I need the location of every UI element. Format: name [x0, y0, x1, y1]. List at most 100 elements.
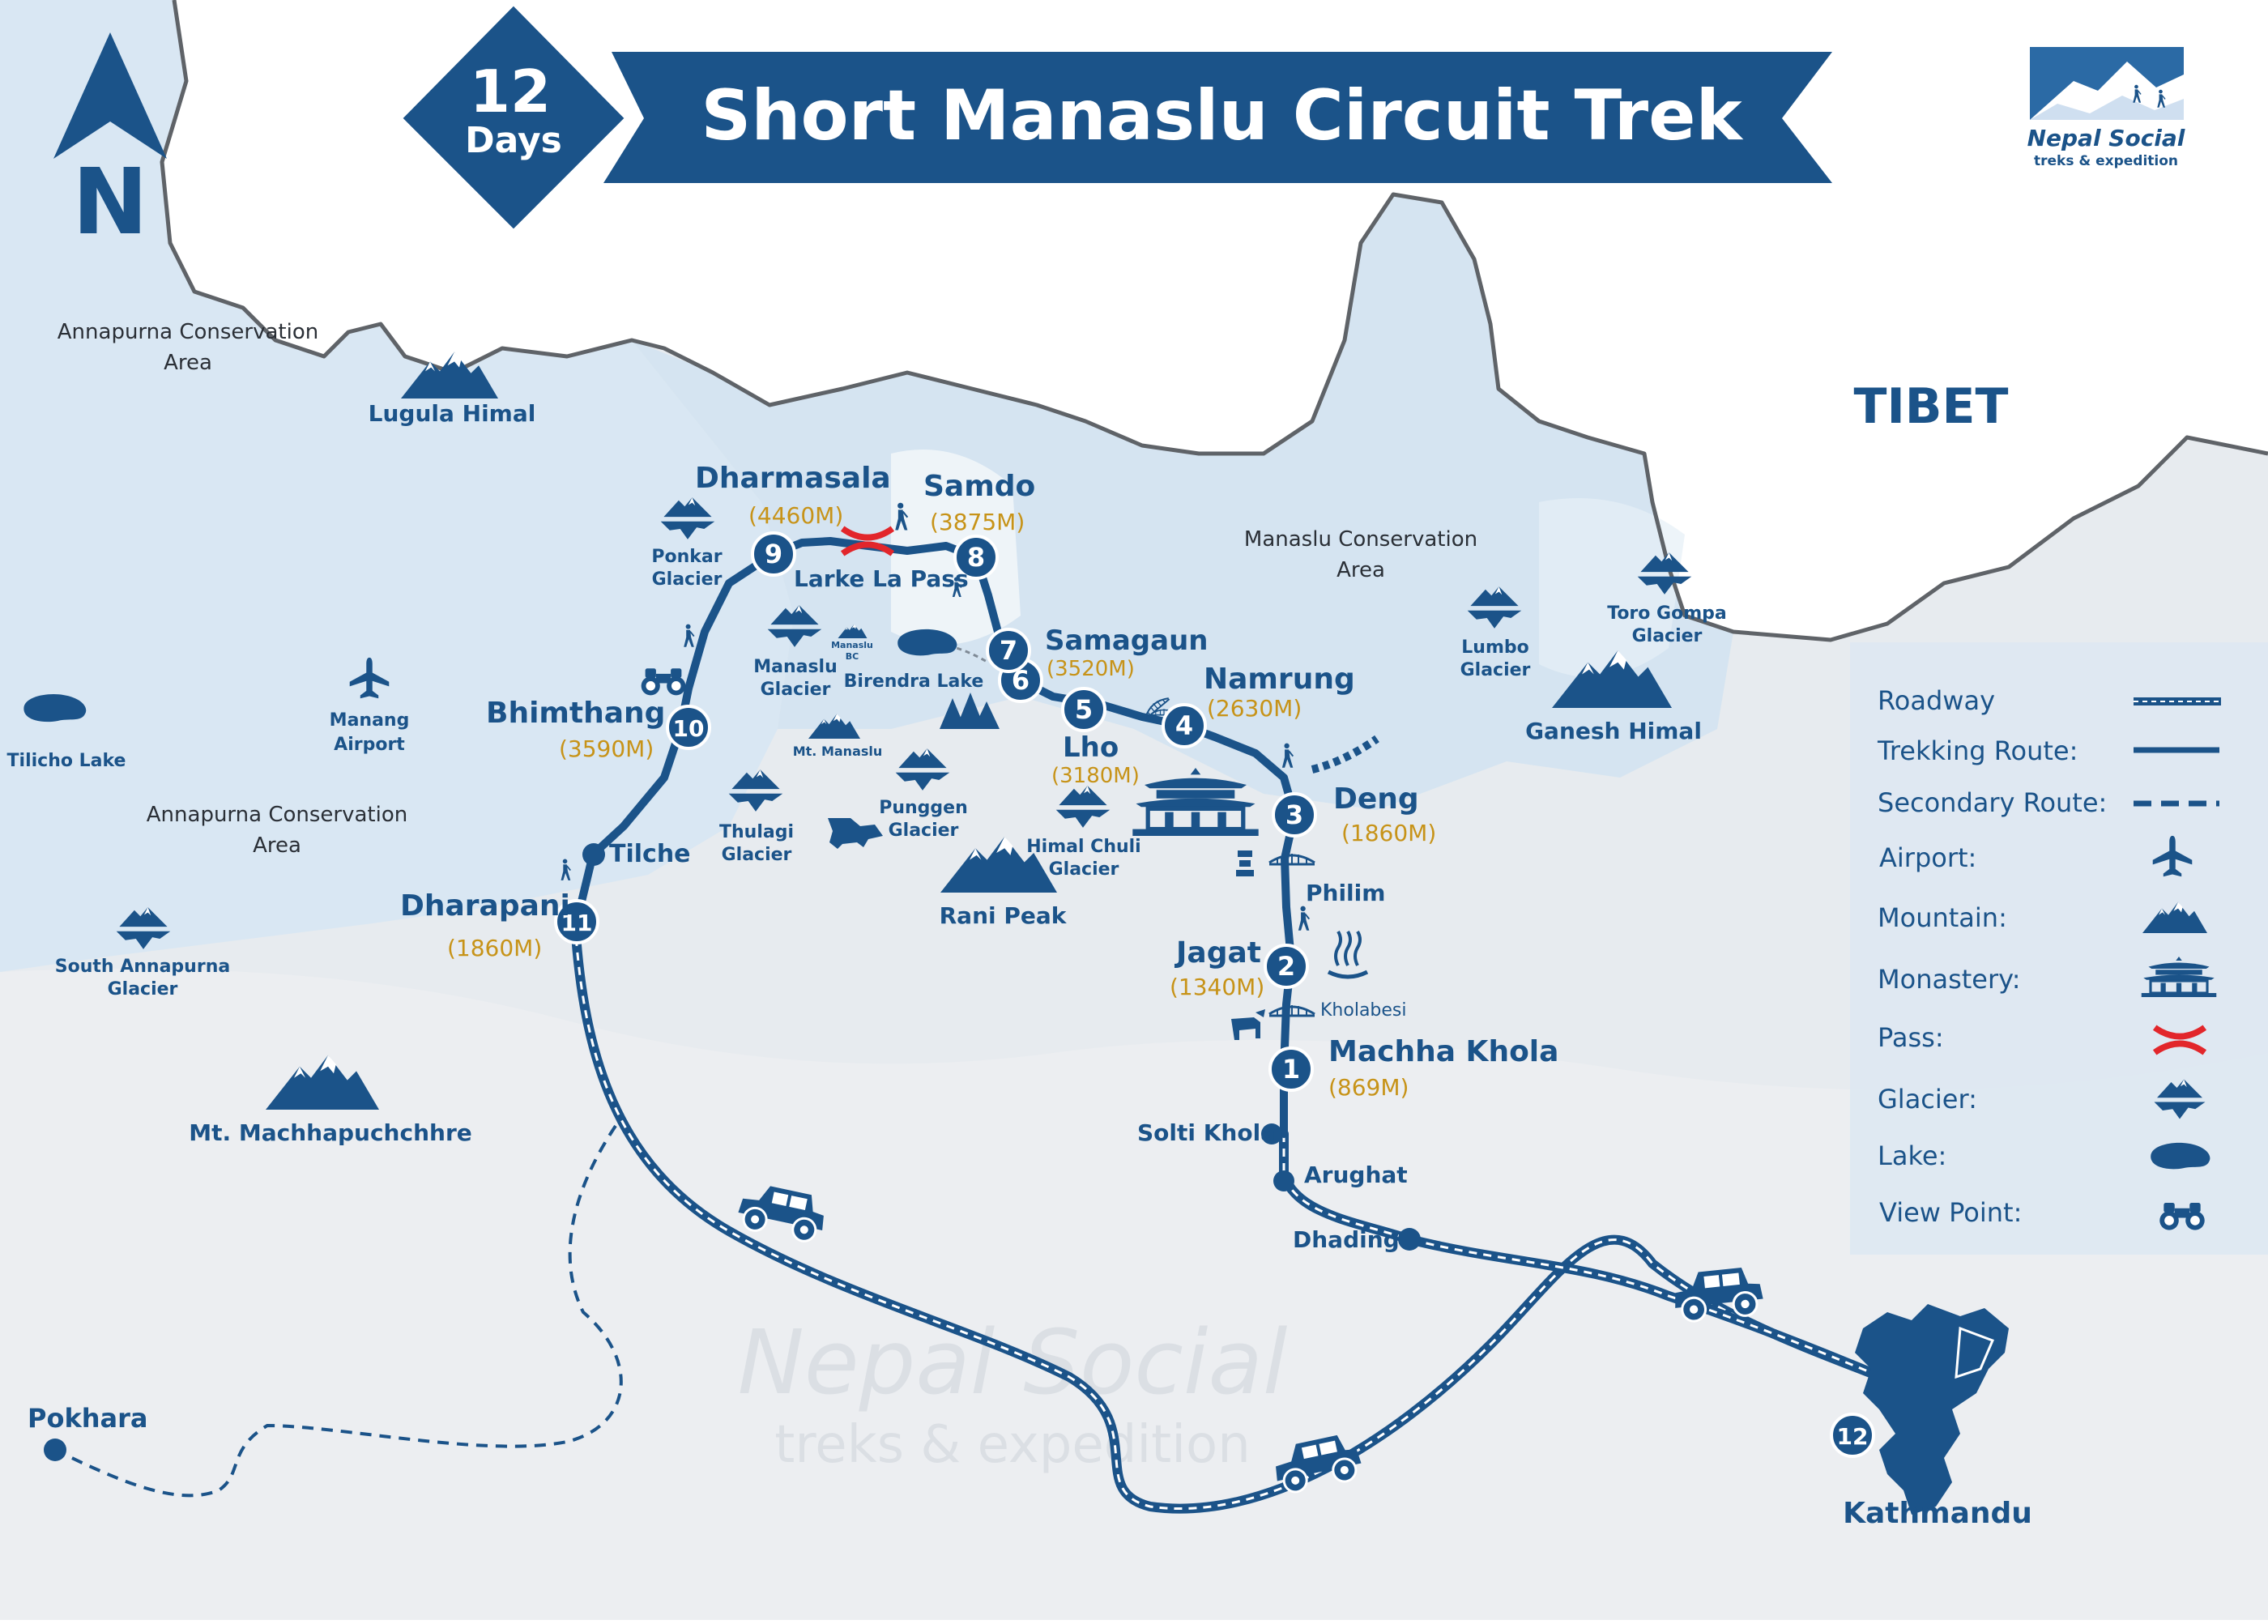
- lugula-label: Lugula Himal: [369, 400, 536, 427]
- stop-name-10: Bhimthang: [486, 697, 665, 730]
- legend-label-viewpoint: View Point:: [1879, 1197, 2022, 1228]
- stop-number: 7: [1000, 635, 1017, 666]
- forest-icon: [940, 693, 1000, 729]
- legend-label-roadway: Roadway: [1878, 685, 1995, 716]
- roadway: [570, 919, 1925, 1514]
- stop-alt-1: (869M): [1328, 1074, 1409, 1101]
- logo-name: Nepal Social: [2027, 125, 2185, 151]
- legend-label-pass: Pass:: [1878, 1022, 1944, 1053]
- annapurna-snow: [0, 0, 794, 972]
- himal-chuli-label: Himal Chuli: [1026, 837, 1140, 857]
- snow-patch: [1539, 498, 1685, 677]
- lowland: [0, 969, 2268, 1620]
- stop-marker-8[interactable]: 8: [953, 535, 999, 580]
- watermark-line1: Nepal Social: [738, 1311, 1288, 1414]
- stop-name-1: Machha Khola: [1328, 1035, 1558, 1068]
- stop-alt-8: (3875M): [930, 509, 1025, 535]
- mcap-label-2: Area: [1336, 558, 1385, 582]
- international-border: [160, 0, 2268, 642]
- stop-number: 3: [1285, 799, 1303, 830]
- toro-label: Toro Gompa: [1607, 603, 1727, 624]
- manaslu-glacier-label-2: Glacier: [761, 680, 831, 700]
- secondary-route: [54, 1124, 623, 1498]
- duration-number: 12: [470, 58, 551, 126]
- stop-alt-6: (3520M): [1047, 657, 1135, 681]
- stop-number: 4: [1175, 710, 1193, 741]
- logo-tagline: treks & expedition: [2034, 153, 2178, 169]
- acap-north-label-2: Area: [164, 351, 212, 375]
- stop-marker-9[interactable]: 9: [751, 531, 796, 577]
- thulagi-label-2: Glacier: [722, 845, 792, 865]
- legend-label-monastery: Monastery:: [1878, 964, 2021, 995]
- secondary-spur: [1311, 735, 1379, 774]
- rani-peak-label: Rani Peak: [940, 902, 1068, 929]
- manaslu-glacier-label: Manaslu: [753, 657, 838, 677]
- stop-name-3: Deng: [1333, 782, 1419, 816]
- waypoint-pokhara: [44, 1439, 66, 1461]
- stop-marker-10[interactable]: 10: [666, 705, 711, 750]
- donkey-icon: [1231, 1009, 1265, 1040]
- watermark-line2: treks & expedition: [774, 1415, 1251, 1475]
- stop-number: 9: [765, 539, 782, 569]
- stop-marker-4[interactable]: 4: [1162, 703, 1207, 748]
- lumbo-label-2: Glacier: [1460, 660, 1531, 680]
- thulagi-label: Thulagi: [719, 822, 794, 842]
- mt-manaslu-label: Mt. Manaslu: [793, 744, 883, 759]
- district-line: [1955, 1326, 1994, 1379]
- waypoint-label-kholabesi: Kholabesi: [1320, 1000, 1407, 1021]
- waypoint-label-philim: Philim: [1306, 880, 1385, 906]
- stop-name-2: Jagat: [1174, 936, 1261, 970]
- stop-marker-12[interactable]: 12: [1830, 1413, 1875, 1458]
- legend-label-secondary: Secondary Route:: [1878, 787, 2107, 818]
- stop-alt-11: (1860M): [447, 935, 542, 961]
- mcap-label: Manaslu Conservation: [1244, 527, 1477, 552]
- birendra-label: Birendra Lake: [844, 671, 984, 692]
- acap-south-label: Annapurna Conservation: [147, 803, 407, 827]
- waypoint-label-arughat: Arughat: [1304, 1162, 1408, 1188]
- punggen-label-2: Glacier: [889, 821, 959, 841]
- stop-number: 8: [967, 542, 985, 573]
- legend-label-glacier: Glacier:: [1878, 1084, 1977, 1115]
- stop-marker-2[interactable]: 2: [1264, 944, 1309, 989]
- manaslu-bc-label: Manaslu: [831, 640, 873, 650]
- acap-south-label-2: Area: [253, 833, 301, 858]
- stop-number: 1: [1282, 1054, 1300, 1085]
- stop-marker-5[interactable]: 5: [1061, 687, 1106, 732]
- stop-marker-11[interactable]: 11: [554, 899, 599, 944]
- toro-label-2: Glacier: [1632, 626, 1703, 646]
- stop-name-12: Kathmandu: [1843, 1497, 2032, 1530]
- duration-badge: [394, 0, 633, 238]
- stop-name-11: Dharapani: [400, 889, 570, 923]
- waypoint-solti: [1261, 1123, 1282, 1144]
- stop-alt-2: (1340M): [1170, 974, 1264, 1000]
- waypoint-label-solti: Solti Khola: [1137, 1119, 1276, 1146]
- stop-name-5: Lho: [1063, 731, 1119, 764]
- stop-marker-3[interactable]: 3: [1272, 792, 1317, 838]
- machhapuchchhre-label: Mt. Machhapuchchhre: [189, 1119, 472, 1146]
- chorten-icon: [1236, 850, 1254, 876]
- snow-leopard-icon: [828, 818, 883, 849]
- legend-label-lake: Lake:: [1878, 1140, 1946, 1171]
- stop-number: 12: [1837, 1423, 1869, 1450]
- stop-number: 6: [1012, 665, 1030, 696]
- duration-unit: Days: [465, 120, 562, 161]
- company-logo[interactable]: Nepal Social treks & expedition: [2027, 47, 2185, 169]
- acap-north-label: Annapurna Conservation: [58, 320, 318, 344]
- pass-label: Larke La Pass: [794, 565, 969, 592]
- stop-number: 11: [561, 910, 593, 936]
- stop-number: 5: [1075, 694, 1093, 725]
- legend-label-trekking: Trekking Route:: [1877, 735, 2078, 766]
- title-banner: [603, 52, 1832, 183]
- stop-alt-5: (3180M): [1051, 764, 1140, 788]
- tilicho-label: Tilicho Lake: [7, 751, 126, 771]
- waypoint-dhading: [1398, 1228, 1421, 1251]
- stop-marker-7[interactable]: 7: [986, 628, 1031, 673]
- stop-marker-1[interactable]: 1: [1268, 1046, 1314, 1092]
- waypoint-tilche: [582, 843, 605, 866]
- legend-label-mountain: Mountain:: [1878, 902, 2007, 933]
- legend-label-airport: Airport:: [1879, 842, 1976, 873]
- ganesh-label: Ganesh Himal: [1525, 718, 1702, 744]
- north-label: N: [72, 150, 148, 255]
- legend: Roadway Trekking Route: Secondary Route:…: [1850, 642, 2268, 1255]
